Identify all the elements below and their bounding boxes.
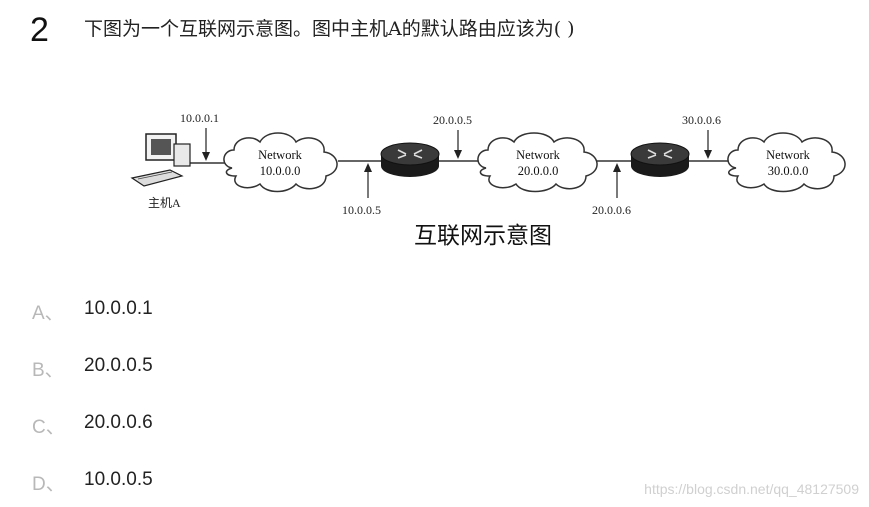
network-diagram: 主机A Network 10.0.0.0 Network 20.0.0.0 — [120, 100, 860, 260]
watermark: https://blog.csdn.net/qq_48127509 — [644, 481, 859, 497]
network-cloud-1 — [223, 132, 338, 193]
label-10-0-0-1: 10.0.0.1 — [180, 111, 219, 125]
network-1-name: Network — [258, 148, 302, 162]
host-label: 主机A — [148, 196, 181, 210]
question-number: 2 — [30, 11, 49, 49]
arrow-20-0-0-5 — [454, 130, 462, 159]
network-3-address: 30.0.0.0 — [768, 164, 809, 178]
router-2-icon — [630, 142, 690, 177]
arrow-20-0-0-6 — [613, 163, 621, 198]
figure-caption: 互联网示意图 — [414, 223, 552, 249]
option-d-value: 10.0.0.5 — [84, 469, 153, 490]
network-3-name: Network — [766, 148, 810, 162]
network-cloud-2 — [477, 132, 598, 193]
network-diagram-svg: 主机A Network 10.0.0.0 Network 20.0.0.0 — [130, 111, 846, 217]
arrow-30-0-0-6 — [704, 130, 712, 159]
network-2-name: Network — [516, 148, 560, 162]
option-d-letter: D、 — [32, 474, 65, 495]
network-cloud-3 — [727, 132, 846, 193]
label-20-0-0-6: 20.0.0.6 — [592, 203, 631, 217]
label-30-0-0-6: 30.0.0.6 — [682, 113, 721, 127]
label-20-0-0-5: 20.0.0.5 — [433, 113, 472, 127]
option-a-letter: A、 — [32, 303, 64, 324]
option-a-value: 10.0.0.1 — [84, 298, 153, 319]
network-1-address: 10.0.0.0 — [260, 164, 301, 178]
option-c-value: 20.0.0.6 — [84, 412, 153, 433]
label-10-0-0-5: 10.0.0.5 — [342, 203, 381, 217]
router-1-icon — [380, 142, 440, 177]
arrow-10-0-0-1 — [202, 128, 210, 161]
question-text: 下图为一个互联网示意图。图中主机A的默认路由应该为( ) — [84, 18, 575, 40]
option-b-letter: B、 — [32, 360, 64, 381]
host-computer-icon — [130, 133, 191, 187]
option-c-letter: C、 — [32, 417, 65, 438]
network-2-address: 20.0.0.0 — [518, 164, 559, 178]
option-b-value: 20.0.0.5 — [84, 355, 153, 376]
arrow-10-0-0-5 — [364, 163, 372, 198]
